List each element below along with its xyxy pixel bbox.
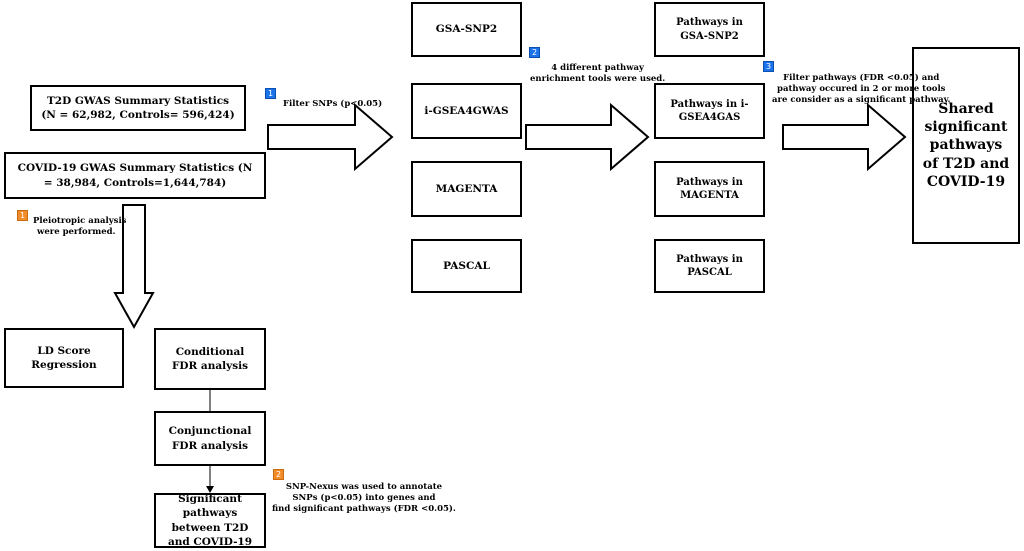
tool-magenta-box: MAGENTA [411, 161, 522, 217]
block-arrow-filter-snps [267, 102, 394, 172]
tools-note: 4 different pathway enrichment tools wer… [530, 63, 666, 85]
pathways-gsa-snp2-box: Pathways in GSA-SNP2 [654, 2, 765, 57]
ld-score-box: LD Score Regression [4, 328, 124, 388]
step-badge-orange-1: 1 [17, 210, 28, 221]
tool-igsea-box: i-GSEA4GWAS [411, 83, 522, 139]
tool-igsea-label: i-GSEA4GWAS [424, 104, 509, 117]
pathways-pascal-box: Pathways in PASCAL [654, 239, 765, 293]
significant-pathways-box: Significant pathways between T2D and COV… [154, 493, 266, 548]
block-arrow-pleiotropic [113, 204, 155, 330]
step-badge-blue-3: 3 [763, 61, 774, 72]
pathways-pascal-label: Pathways in PASCAL [676, 253, 743, 279]
block-arrow-filter-pathways [782, 102, 907, 172]
tool-gsa-snp2-box: GSA-SNP2 [411, 2, 522, 57]
conjunctional-fdr-label: Conjunctional FDR analysis [168, 425, 252, 452]
snpnexus-note: SNP-Nexus was used to annotate SNPs (p<0… [272, 482, 456, 515]
filter-snps-note: Filter SNPs (p<0.05) [283, 99, 383, 109]
tool-pascal-box: PASCAL [411, 239, 522, 293]
conditional-fdr-label: Conditional FDR analysis [171, 345, 249, 372]
conditional-fdr-box: Conditional FDR analysis [154, 328, 266, 390]
connector-conj-sig-head [206, 486, 214, 493]
block-arrow-tools [525, 102, 650, 172]
tool-gsa-snp2-label: GSA-SNP2 [435, 23, 498, 36]
pathways-magenta-box: Pathways in MAGENTA [654, 161, 765, 217]
pathways-igsea-label: Pathways in i-GSEA4GAS [670, 98, 749, 124]
t2d-gwas-label: T2D GWAS Summary Statistics (N = 62,982,… [41, 94, 235, 121]
t2d-gwas-box: T2D GWAS Summary Statistics (N = 62,982,… [30, 85, 246, 131]
shared-pathways-box: Shared significant pathways of T2D and C… [912, 47, 1020, 244]
pathways-magenta-label: Pathways in MAGENTA [676, 176, 743, 202]
pathways-gsa-snp2-label: Pathways in GSA-SNP2 [676, 17, 743, 42]
step-badge-blue-1: 1 [265, 88, 276, 99]
step-badge-orange-2: 2 [273, 469, 284, 480]
conjunctional-fdr-box: Conjunctional FDR analysis [154, 411, 266, 466]
tool-pascal-label: PASCAL [443, 259, 490, 272]
shared-pathways-label: Shared significant pathways of T2D and C… [922, 101, 1010, 190]
covid-gwas-label: COVID-19 GWAS Summary Statistics (N = 38… [17, 162, 253, 189]
filter-pathways-note: Filter pathways (FDR <0.05) and pathway … [772, 73, 951, 106]
pathways-igsea-box: Pathways in i-GSEA4GAS [654, 83, 765, 139]
pleiotropic-note: Pleiotropic analysis were performed. [33, 216, 127, 238]
tool-magenta-label: MAGENTA [435, 182, 498, 195]
ld-score-label: LD Score Regression [31, 344, 97, 371]
step-badge-blue-2: 2 [529, 47, 540, 58]
significant-pathways-label: Significant pathways between T2D and COV… [167, 493, 253, 548]
covid-gwas-box: COVID-19 GWAS Summary Statistics (N = 38… [4, 152, 266, 199]
